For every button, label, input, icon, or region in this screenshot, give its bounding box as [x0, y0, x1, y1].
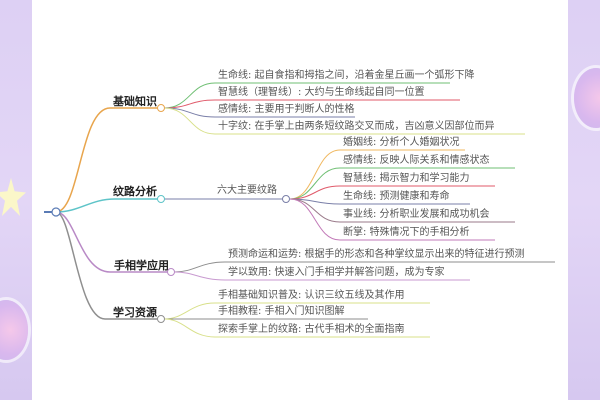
sub-branch-six-lines[interactable]: 六大主要纹路 — [217, 185, 277, 196]
leaf-node[interactable]: 感情线: 反映人际关系和情感状态 — [343, 155, 490, 166]
left-decoration — [0, 0, 32, 400]
leaf-node[interactable]: 预测命运和运势: 根据手的形态和各种掌纹显示出来的特征进行预测 — [228, 249, 525, 260]
leaf-node[interactable]: 生命线: 起自食指和拇指之间，沿着金星丘画一个弧形下降 — [218, 70, 475, 81]
leaf-node[interactable]: 学以致用: 快速入门手相学并解答问题，成为专家 — [228, 267, 445, 278]
leaf-node[interactable]: 十字纹: 在手掌上由两条短纹路交叉而成，吉凶意义因部位而异 — [218, 121, 495, 132]
branch-resources[interactable]: 学习资源 — [113, 306, 157, 319]
leaf-node[interactable]: 手相基础知识普及: 认识三纹五线及其作用 — [218, 290, 405, 301]
leaf-node[interactable]: 感情线: 主要用于判断人的性格 — [218, 104, 355, 115]
leaf-node[interactable]: 婚姻线: 分析个人婚姻状况 — [343, 137, 460, 148]
leaf-node[interactable]: 生命线: 预测健康和寿命 — [343, 191, 450, 202]
leaf-node[interactable]: 断掌: 特殊情况下的手相分析 — [343, 227, 470, 238]
leaf-node[interactable]: 事业线: 分析职业发展和成功机会 — [343, 209, 490, 220]
leaf-node[interactable]: 智慧线: 揭示智力和学习能力 — [343, 173, 470, 184]
leaf-node[interactable]: 智慧线（理智线）: 大约与生命线起自同一位置 — [218, 87, 425, 98]
leaf-node[interactable]: 探索手掌上的纹路: 古代手相术的全面指南 — [218, 324, 405, 335]
branch-basics[interactable]: 基础知识 — [113, 95, 157, 108]
branch-line-analysis[interactable]: 纹路分析 — [113, 185, 157, 198]
leaf-node[interactable]: 手相教程: 手相入门知识图解 — [218, 306, 345, 317]
branch-application[interactable]: 手相学应用 — [114, 259, 169, 272]
right-decoration — [568, 0, 600, 400]
